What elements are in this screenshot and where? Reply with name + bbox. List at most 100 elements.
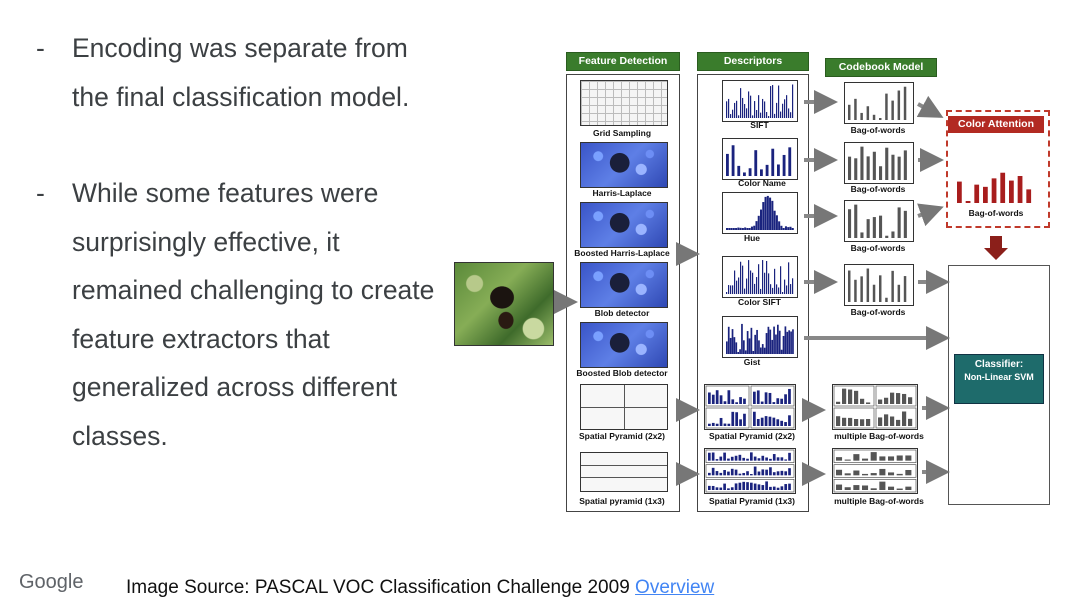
histogram-bar <box>879 468 886 476</box>
histogram-bar <box>853 470 860 476</box>
histogram-bar <box>715 459 719 461</box>
histogram-bar <box>760 417 764 426</box>
histogram-bar <box>746 278 748 294</box>
google-logo: Google <box>19 571 84 593</box>
histogram-bar <box>760 401 764 404</box>
harris-laplace-thumb <box>580 142 668 188</box>
histogram-bar <box>757 484 761 490</box>
histogram-bar <box>866 402 871 404</box>
histogram-bar <box>753 483 757 490</box>
pyramid-cell <box>705 478 795 493</box>
histogram-bar <box>784 279 786 294</box>
detector-label: Boosted Harris-Laplace <box>574 248 670 258</box>
histogram-bar <box>726 153 729 176</box>
histogram-bar <box>780 111 782 118</box>
histogram-bar <box>772 454 776 461</box>
histogram-bar <box>765 481 768 490</box>
histogram-bar <box>778 330 781 354</box>
histogram-bar <box>748 260 750 294</box>
histogram-bar <box>719 472 723 476</box>
histogram-bar <box>764 101 766 118</box>
histogram-bar <box>773 326 775 354</box>
histogram-bar <box>974 184 980 203</box>
pyramid-2x2-descriptor <box>704 384 796 430</box>
histogram-bar <box>756 419 760 426</box>
pyramid-cell <box>750 407 795 429</box>
descriptor-label: SIFT <box>750 120 769 130</box>
histogram-bar <box>872 151 876 180</box>
histogram-bar <box>741 323 743 354</box>
histogram-bar <box>737 165 741 176</box>
histogram-bar <box>902 393 907 404</box>
histogram-bar <box>778 221 781 230</box>
overview-link[interactable]: Overview <box>635 577 715 598</box>
histogram-bar <box>735 412 739 426</box>
histogram-bar <box>879 456 886 461</box>
histogram-bar <box>730 114 732 118</box>
histogram-bar <box>790 284 792 294</box>
histogram-bar <box>782 154 786 176</box>
histogram-bar <box>752 272 754 294</box>
histogram-bar <box>764 196 767 230</box>
histogram-bar <box>780 420 784 426</box>
histogram-bar <box>896 455 903 461</box>
sift-histogram <box>722 80 798 122</box>
histogram-bar <box>897 156 901 180</box>
histogram-bar <box>738 277 740 294</box>
color-name-histogram <box>722 138 798 180</box>
header-feature-detection: Feature Detection <box>566 52 680 71</box>
pyramid-cell <box>705 464 795 478</box>
histogram-bar <box>780 470 784 476</box>
histogram-bar <box>746 482 749 490</box>
histogram-bar <box>753 411 756 426</box>
histogram-bar <box>885 235 889 238</box>
histogram-bar <box>760 169 763 176</box>
histogram-bar <box>771 339 774 354</box>
histogram-bar <box>777 164 780 176</box>
histogram-bar <box>772 472 776 476</box>
pyramid-cell <box>833 464 917 478</box>
detector-label: Grid Sampling <box>592 128 652 138</box>
histogram-bar <box>708 423 711 426</box>
bullet-text: While some features were surprisingly ef… <box>72 178 435 451</box>
histogram-bar <box>737 352 740 354</box>
histogram-bar <box>780 486 784 490</box>
histogram-bar <box>991 178 997 203</box>
pyramid-cell <box>705 407 750 429</box>
histogram-bar <box>761 485 765 490</box>
histogram-bar <box>791 228 794 230</box>
histogram-bar <box>902 411 907 426</box>
histogram-bar <box>903 150 907 180</box>
histogram-bar <box>896 473 903 476</box>
histogram-bar <box>888 456 895 461</box>
histogram-bar <box>983 186 988 203</box>
histogram-bar <box>728 228 731 230</box>
histogram-bar <box>734 483 738 490</box>
histogram-bar <box>723 401 727 404</box>
histogram-bar <box>743 398 746 404</box>
histogram-bar <box>853 485 860 490</box>
histogram-bar <box>719 456 723 461</box>
detector-label: Blob detector <box>594 308 650 318</box>
histogram-bar <box>708 485 711 490</box>
detector-label: Spatial pyramid (1x3) <box>579 496 665 506</box>
classifier-label: Classifier: Non-Linear SVM <box>954 354 1044 404</box>
histogram-bar <box>903 210 907 238</box>
histogram-bar <box>866 106 870 120</box>
histogram-bar <box>784 422 787 426</box>
histogram-bar <box>730 456 734 461</box>
histogram-bar <box>739 419 742 426</box>
histogram-bar <box>891 100 894 120</box>
input-bird-image <box>454 262 554 346</box>
histogram-bar <box>878 399 883 404</box>
header-color-attention: Color Attention <box>948 116 1044 133</box>
histogram-bar <box>905 455 912 461</box>
histogram-bar <box>765 164 769 176</box>
histogram-bar <box>735 342 738 354</box>
histogram-bar <box>719 417 723 426</box>
histogram-bar <box>727 471 730 476</box>
histogram-bar <box>774 268 776 294</box>
histogram-bar <box>773 210 776 230</box>
histogram-bar <box>728 98 730 118</box>
detector-label: Boosted Blob detector <box>576 368 668 378</box>
